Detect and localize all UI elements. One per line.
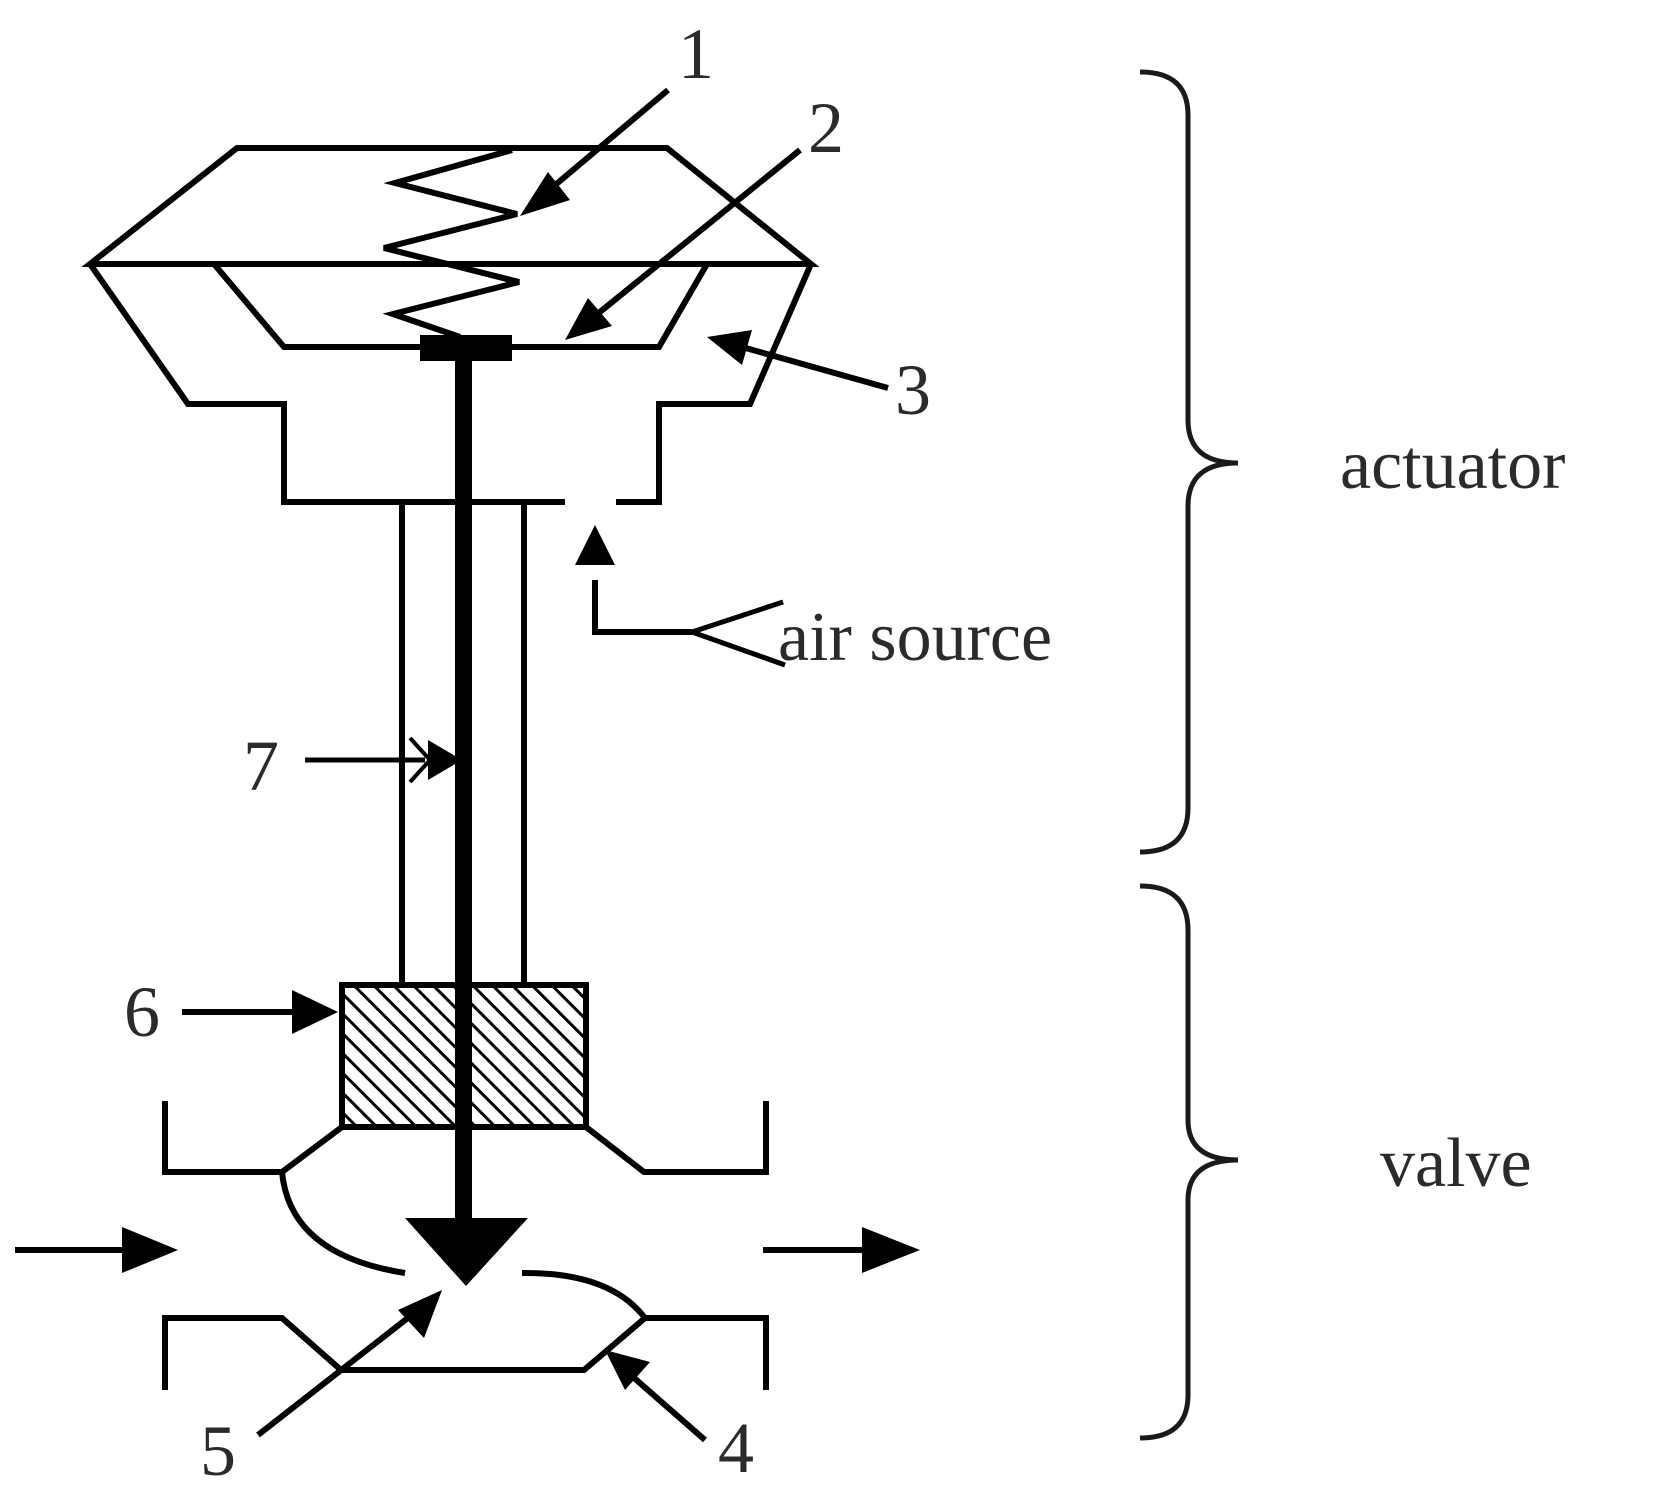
actuator-label: actuator	[1340, 427, 1565, 504]
leader-arrowhead-5	[398, 1290, 442, 1338]
spring	[382, 147, 520, 340]
leader-arrowhead-6	[292, 990, 338, 1034]
valve-body-upper-left	[162, 1101, 344, 1175]
actuator-brace	[1139, 69, 1239, 855]
actuator-upper-housing	[81, 145, 820, 267]
seat-curve-right	[521, 1269, 648, 1320]
part-label-3: 3	[895, 350, 931, 430]
inlet-arrowhead	[122, 1227, 178, 1273]
valve-body-upper-right	[584, 1101, 769, 1175]
leader-arrow-3	[734, 342, 889, 391]
outlet-arrowhead	[862, 1227, 920, 1273]
part-label-6: 6	[124, 972, 160, 1052]
leader-arrowhead-3	[707, 330, 752, 365]
valve-stem	[455, 358, 472, 1228]
leader-arrowhead-7	[428, 740, 462, 780]
leader-arrow-4	[623, 1367, 707, 1443]
valve-plug	[405, 1218, 528, 1286]
leader-arrow-5	[256, 1307, 420, 1438]
seat-curve-left	[279, 1171, 406, 1276]
part-label-7: 7	[243, 726, 279, 806]
part-label-2: 2	[808, 88, 844, 168]
leader-arrow-1	[533, 87, 670, 205]
air-source-fork-top	[691, 599, 784, 635]
leader-arrow-2	[588, 147, 802, 323]
valve-brace	[1139, 883, 1239, 1441]
air-source-line	[592, 580, 692, 635]
part-label-1: 1	[678, 14, 714, 94]
air-source-fork-bottom	[691, 629, 786, 668]
diaphragm-plate	[420, 335, 512, 361]
air-source-arrowhead	[575, 525, 615, 565]
valve-label: valve	[1380, 1125, 1532, 1202]
actuator-lower-housing	[87, 262, 565, 505]
part-label-5: 5	[200, 1411, 236, 1486]
air-source-label: air source	[778, 599, 1052, 676]
actuator-lower-housing-right	[616, 262, 814, 505]
part-label-4: 4	[718, 1408, 754, 1486]
leader-arrowhead-2	[565, 298, 612, 340]
leader-arrowhead-4	[605, 1350, 650, 1390]
valve-body-lower	[162, 1315, 769, 1390]
leader-arrowhead-1	[520, 172, 570, 216]
